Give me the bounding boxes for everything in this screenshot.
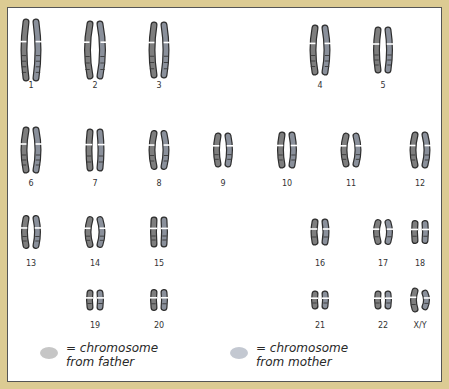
chromosome: [309, 222, 317, 242]
legend-text: = chromosome from father: [66, 342, 178, 370]
chromosome: [424, 293, 432, 307]
chromosome: [85, 293, 93, 307]
chromosome: [36, 130, 44, 170]
chromosome: [149, 293, 157, 308]
chromosome: [322, 294, 330, 306]
chromosome-number: 11: [346, 180, 356, 188]
chromosome: [82, 24, 91, 76]
chromosome: [307, 28, 315, 72]
chromosome: [371, 30, 379, 70]
chromosome: [146, 134, 154, 167]
chromosome: [146, 25, 154, 75]
chromosome-number: 2: [92, 82, 97, 90]
chromosome: [35, 219, 43, 246]
chromosome: [325, 28, 333, 72]
chromosome: [227, 136, 235, 164]
chromosome: [373, 294, 381, 306]
chromosome-number: 12: [415, 180, 425, 188]
chromosome: [422, 224, 430, 241]
chromosome: [291, 135, 299, 165]
chromosome-number: 7: [92, 180, 97, 188]
chromosome: [410, 224, 418, 241]
chromosome-number: 14: [90, 260, 100, 268]
chromosome: [164, 25, 172, 75]
chromosome: [371, 223, 379, 242]
legend-swatch: [40, 347, 58, 359]
chromosome-number: 4: [317, 82, 322, 90]
chromosome: [100, 220, 108, 245]
chromosome: [310, 294, 318, 306]
chromosome: [97, 293, 105, 307]
chromosome-number: 1: [28, 82, 33, 90]
chromosome-number: 22: [378, 322, 388, 330]
chromosome: [211, 136, 219, 164]
chromosome: [82, 220, 90, 245]
chromosome-number: 16: [315, 260, 325, 268]
chromosome: [425, 135, 433, 165]
chromosome: [323, 222, 331, 242]
chromosome: [18, 22, 26, 78]
chromosome-number: 5: [380, 82, 385, 90]
chromosome: [149, 220, 157, 244]
chromosome-number: 9: [220, 180, 225, 188]
chromosome: [408, 291, 416, 309]
chromosome-number: 17: [378, 260, 388, 268]
chromosome: [164, 134, 172, 167]
legend-text: = chromosome from mother: [256, 342, 368, 370]
chromosome-number: 3: [156, 82, 161, 90]
chromosome: [36, 22, 44, 78]
chromosome: [98, 132, 106, 168]
chromosome: [161, 220, 169, 244]
chromosome-number: 19: [90, 322, 100, 330]
chromosome-number: 15: [154, 260, 164, 268]
chromosome: [19, 219, 27, 246]
chromosome-number: X/Y: [413, 322, 426, 330]
chromosome: [161, 293, 169, 308]
chromosome-number: 8: [156, 180, 161, 188]
chromosome: [407, 135, 415, 165]
chromosome-number: 6: [28, 180, 33, 188]
chromosome-number: 18: [415, 260, 425, 268]
chromosome: [387, 223, 395, 242]
chromosome: [385, 294, 393, 306]
chromosome-number: 13: [26, 260, 36, 268]
chromosome: [100, 24, 109, 76]
chromosome: [356, 136, 364, 164]
chromosome-number: 21: [315, 322, 325, 330]
legend-swatch: [230, 347, 248, 359]
chromosome: [387, 30, 395, 70]
chromosome: [275, 135, 283, 165]
chromosome-number: 10: [282, 180, 292, 188]
chromosome-number: 20: [154, 322, 164, 330]
chromosome: [18, 130, 26, 170]
chromosome: [84, 132, 92, 168]
chromosome: [338, 136, 346, 164]
